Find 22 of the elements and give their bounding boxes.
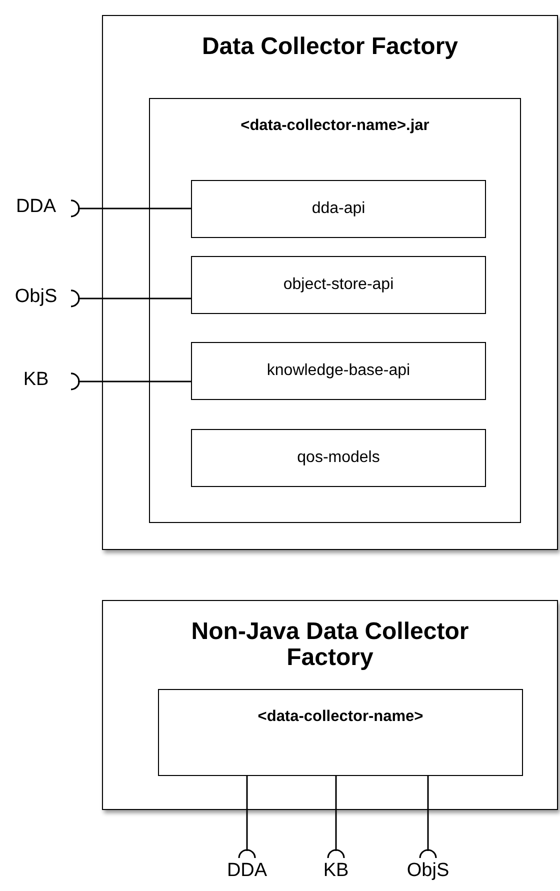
container-box [102,600,558,810]
component-name: object-store-api [282,276,395,294]
component-box [191,256,486,314]
component-name: dda-api [310,200,366,218]
interface-label: DDA [8,197,64,218]
interface-label: ObjS [403,861,453,882]
component-box [191,342,486,400]
container-box [102,15,558,550]
component-box [149,98,521,523]
component-box [191,429,486,487]
interface-label: ObjS [8,287,64,308]
container-title: Data Collector Factory [200,34,460,60]
container-title: Non-Java Data Collector Factory [190,619,470,672]
component-name: knowledge-base-api [266,362,412,380]
interface-label: DDA [222,861,272,882]
interface-label: KB [311,861,361,882]
component-box [191,180,486,238]
interface-label: KB [8,370,64,391]
component-title: <data-collector-name> [256,708,424,727]
component-name: qos-models [296,449,381,467]
component-box [158,689,523,776]
component-title: <data-collector-name>.jar [240,117,430,136]
